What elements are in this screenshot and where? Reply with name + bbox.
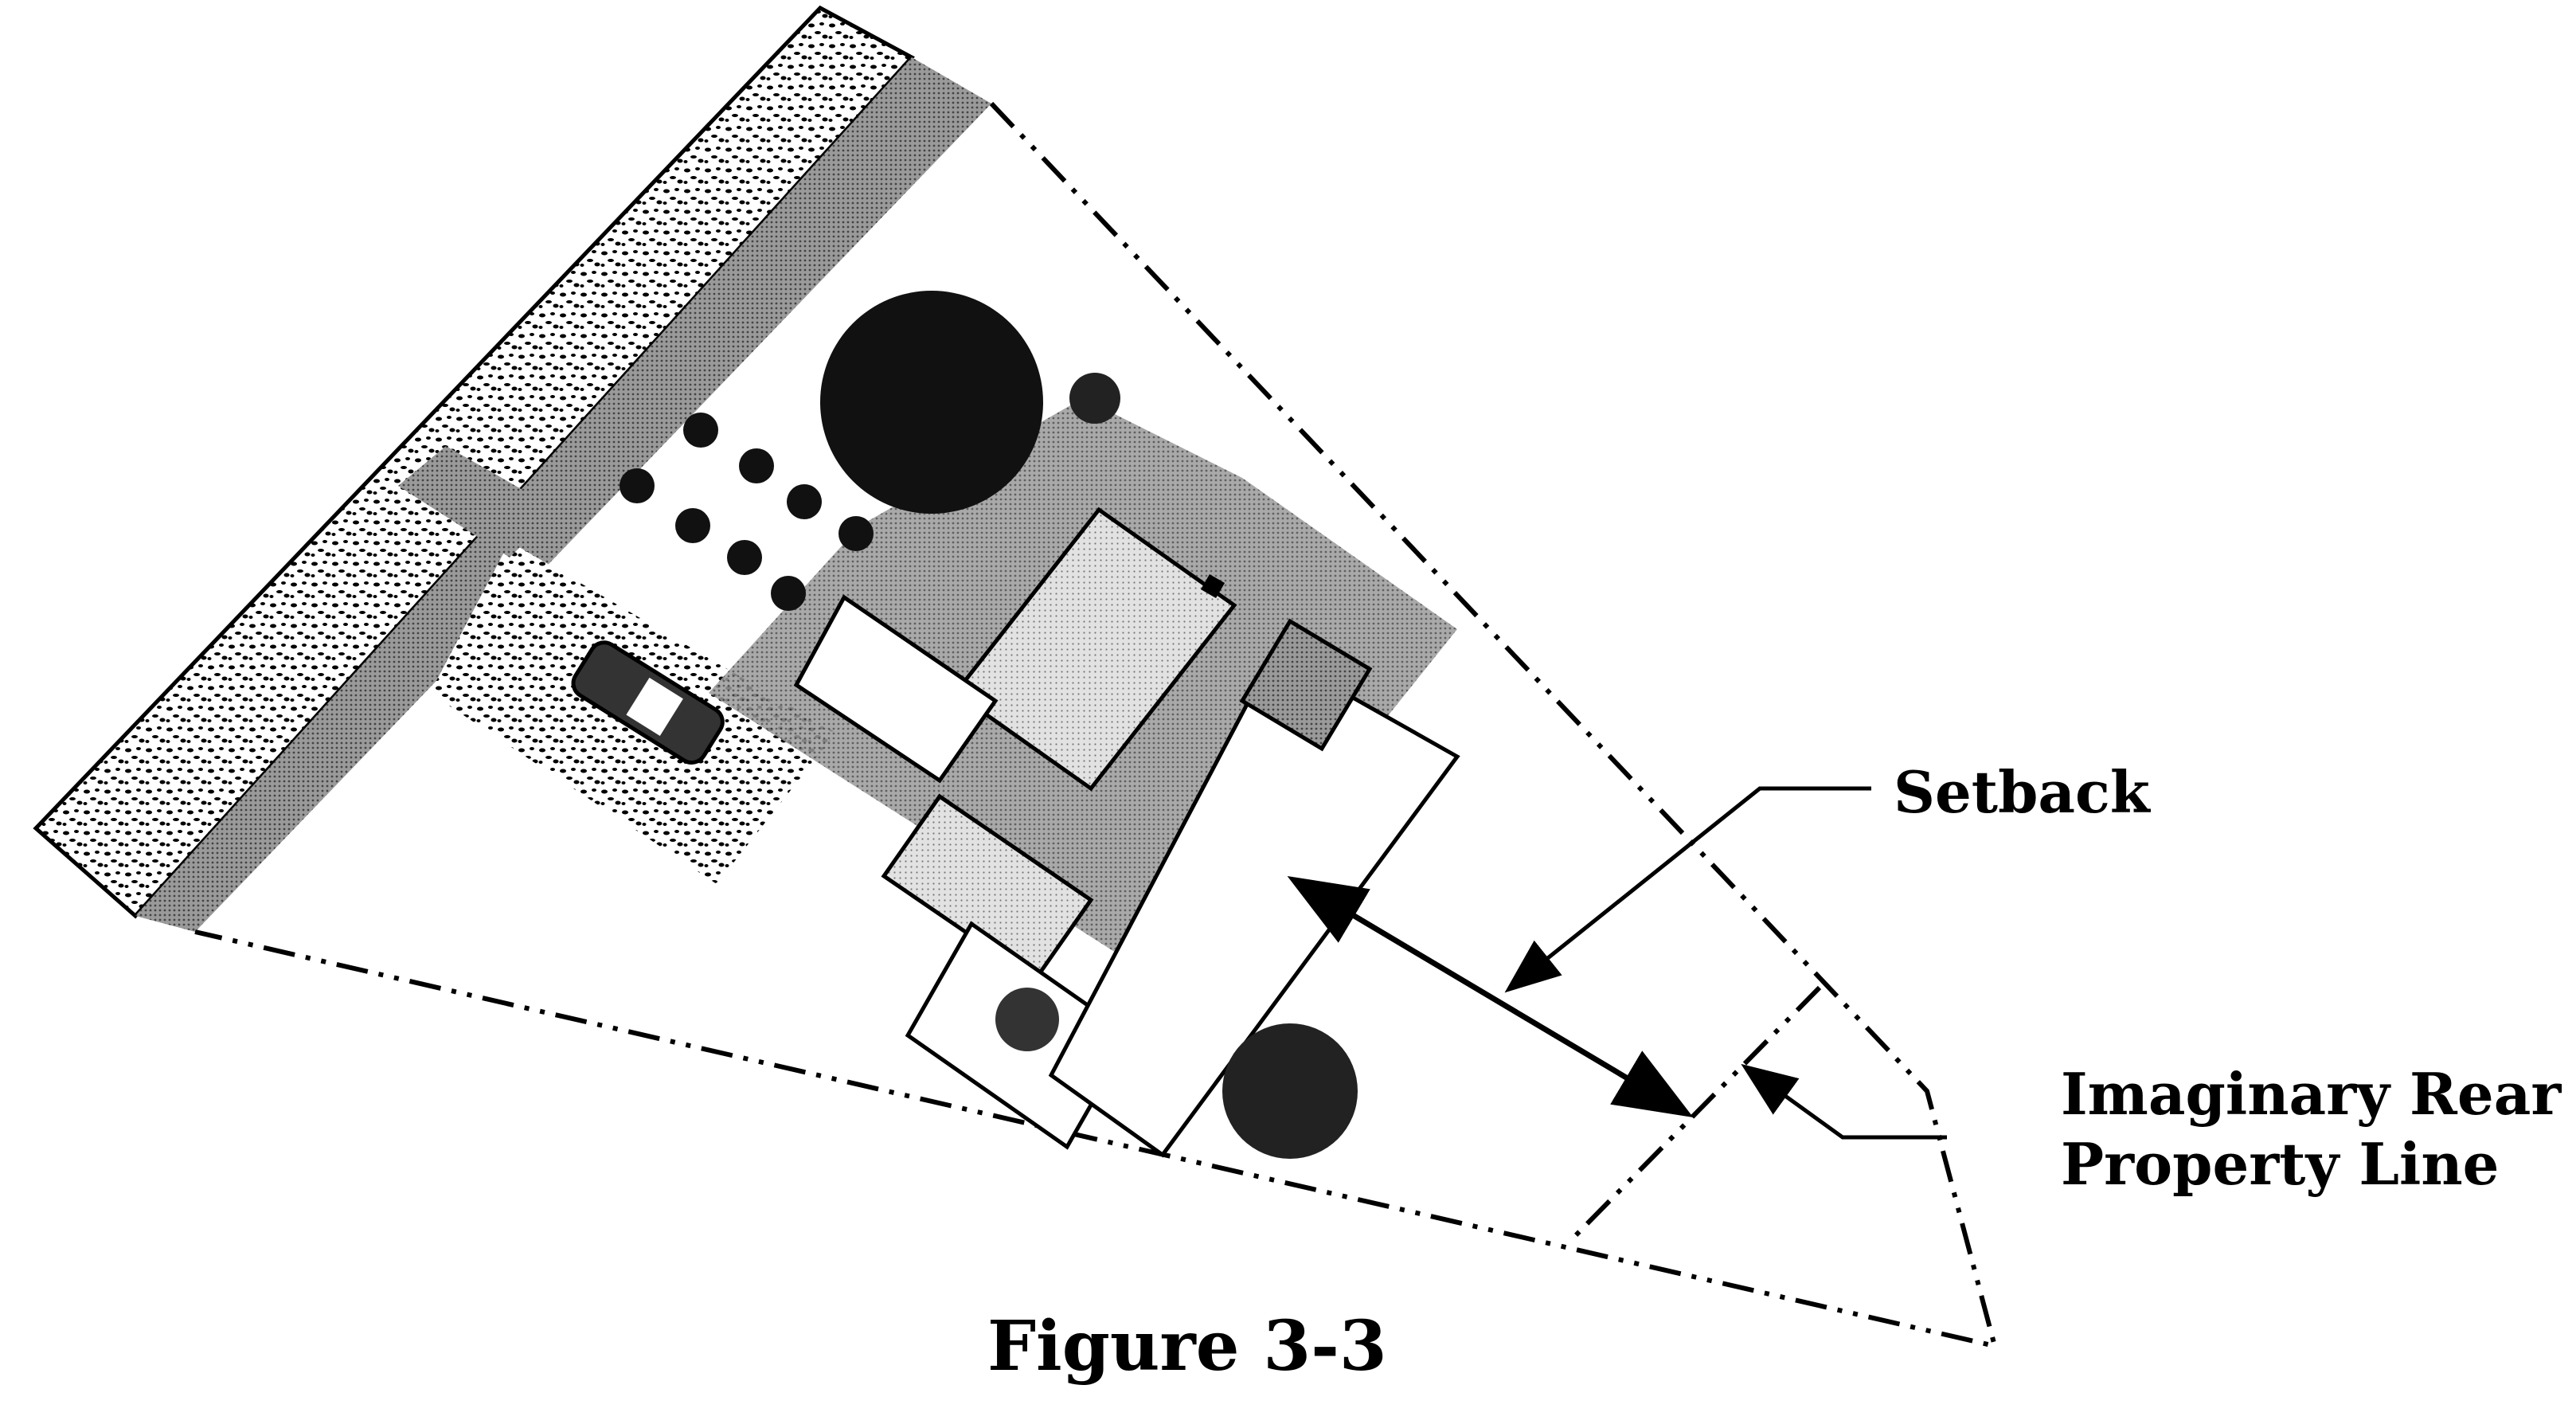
walkway [398,446,557,558]
large-tree-icon [820,291,1043,514]
setback-label: Setback [1894,758,2150,826]
imaginary-rear-property-line-label: Imaginary Rear Property Line [2061,1059,2561,1199]
setback-dimension-line [1287,875,1694,1118]
imaginary-rear-property-line [1570,985,1822,1241]
figure-caption: Figure 3-3 [987,1306,1387,1387]
rear-line-leader [1741,1063,1947,1140]
house-footprint [793,507,1460,1158]
grass-strip [135,57,991,932]
small-shrub-icon [1069,373,1120,424]
garden-shrubs [620,413,874,611]
front-shrub-icon [995,988,1059,1051]
rear-label-line-1: Imaginary Rear [2061,1060,2562,1128]
rear-label-line-2: Property Line [2061,1130,2500,1198]
setback-leader [1504,786,1871,993]
rear-shrub-icon [1222,1023,1358,1159]
car-icon [571,640,725,765]
property-line [194,101,1999,1350]
